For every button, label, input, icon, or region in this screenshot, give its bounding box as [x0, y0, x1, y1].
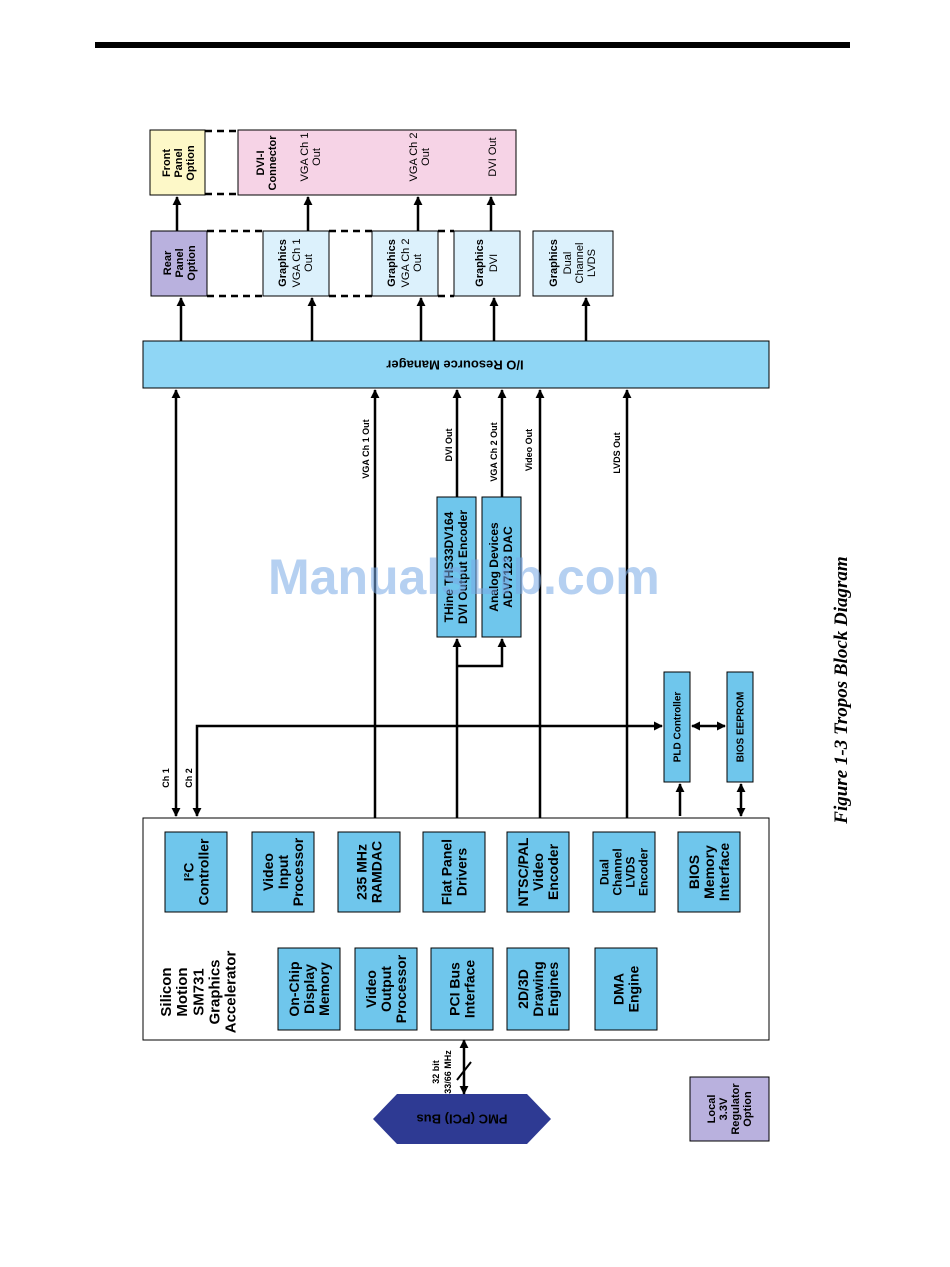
rear-panel-option-block — [150, 230, 208, 297]
i2c-controller-label: I²CController — [180, 838, 211, 905]
pld-controller-block — [663, 671, 691, 783]
accelerator-title: SiliconMotionSM731GraphicsAccelerator — [158, 951, 239, 1034]
vga-dac-label: Analog DevicesADV7123 DAC — [487, 522, 515, 612]
graphics-vga2-title: Graphics — [386, 239, 398, 287]
pmc-bus-arrow — [373, 1094, 551, 1144]
drawing-engines-block — [506, 947, 570, 1031]
graphics-vga2-block — [371, 230, 439, 297]
lvds-encoder-label: DualChannelLVDSEncoder — [598, 848, 651, 896]
graphics-vga1-title: Graphics — [277, 239, 289, 287]
dvi-encoder-block — [436, 496, 477, 638]
video-output-processor-block — [354, 947, 418, 1031]
pci-bus-interface-block — [430, 947, 494, 1031]
pci-bus-interface-label: PCI BusInterface — [446, 960, 477, 1019]
front-panel-dashed-frame — [205, 129, 238, 196]
video-input-processor-block — [251, 831, 315, 913]
video-output-processor-label: VideoOutputProcessor — [363, 954, 409, 1023]
ramdac-label: 235 MHzRAMDAC — [353, 841, 384, 903]
bios-memory-interface-block — [677, 831, 741, 913]
bios-memory-interface-label: BIOSMemoryInterface — [686, 843, 732, 902]
display-memory-block — [277, 947, 341, 1031]
video-out-label: Video Out — [524, 429, 534, 471]
flat-panel-to-dac — [457, 638, 507, 668]
dvi-out-label: DVI Out — [444, 428, 454, 461]
io-resource-manager-block — [142, 340, 770, 389]
dvi-connector-out-2: VGA Ch 2Out — [408, 133, 432, 182]
graphics-lvds-title: Graphics — [548, 239, 560, 287]
pmc-bus-label: PMC (PCI) Bus — [417, 1112, 508, 1127]
regulator-option-label: Local3.3VRegulatorOption — [706, 1083, 754, 1135]
graphics-vga1-label: VGA Ch 1Out — [291, 239, 315, 288]
bus-slash — [456, 1061, 472, 1081]
front-panel-option-block — [149, 129, 206, 196]
ramdac-block — [337, 831, 401, 913]
vga2-out-label: VGA Ch 2 Out — [489, 422, 499, 481]
bios-eeprom-block — [726, 671, 754, 783]
ch1-label: Ch 1 — [161, 768, 171, 788]
flat-panel-drivers-label: Flat PanelDrivers — [438, 839, 469, 905]
graphics-dvi-label: DVI — [488, 254, 500, 272]
dma-engine-label: DMAEngine — [610, 965, 641, 1012]
flat-panel-drivers-block — [422, 831, 486, 913]
front-panel-option-label: FrontPanelOption — [161, 145, 197, 181]
rear-panel-option-label: RearPanelOption — [162, 245, 198, 281]
graphics-lvds-label: DualChannelLVDS — [562, 243, 598, 284]
top-rule — [95, 42, 850, 48]
video-encoder-block — [506, 831, 570, 913]
vga1-out-label: VGA Ch 1 Out — [361, 419, 371, 478]
pld-controller-label: PLD Controller — [673, 692, 684, 763]
graphics-lvds-block — [532, 230, 614, 297]
rear-panel-dashed-frame — [207, 229, 454, 298]
dvi-connector-title: DVI-IConnector — [255, 135, 279, 191]
lvds-encoder-block — [592, 831, 656, 913]
io-resource-manager-label: I/O Resource Manager — [386, 358, 523, 373]
figure-caption-text: Figure 1-3 Tropos Block Diagram — [831, 556, 852, 824]
dvi-connector-out-1: VGA Ch 1Out — [299, 133, 323, 182]
graphics-vga2-label: VGA Ch 2Out — [400, 239, 424, 288]
ch2-label: Ch 2 — [184, 768, 194, 788]
graphics-dvi-block — [453, 230, 521, 297]
ch2-line — [192, 721, 663, 817]
dvi-connector-block — [237, 129, 517, 196]
video-encoder-label: NTSC/PALVideoEncoder — [515, 837, 561, 906]
video-input-processor-label: VideoInputProcessor — [260, 837, 306, 906]
bios-eeprom-label: BIOS EEPROM — [736, 692, 747, 763]
vga-dac-block — [481, 496, 522, 638]
graphics-vga1-block — [262, 230, 330, 297]
dma-engine-block — [594, 947, 658, 1031]
i2c-controller-block — [164, 831, 228, 913]
lvds-out-label: LVDS Out — [612, 432, 622, 473]
graphics-dvi-title: Graphics — [474, 239, 486, 287]
display-memory-label: On-ChipDisplayMemory — [286, 961, 332, 1016]
dvi-encoder-label: THine THS33DV164DVI Output Encoder — [442, 510, 470, 624]
dvi-connector-out-3: DVI Out — [487, 137, 499, 176]
regulator-option-block — [689, 1076, 770, 1142]
watermark: ManualsLib.com — [268, 549, 660, 605]
drawing-engines-label: 2D/3DDrawingEngines — [515, 961, 561, 1016]
